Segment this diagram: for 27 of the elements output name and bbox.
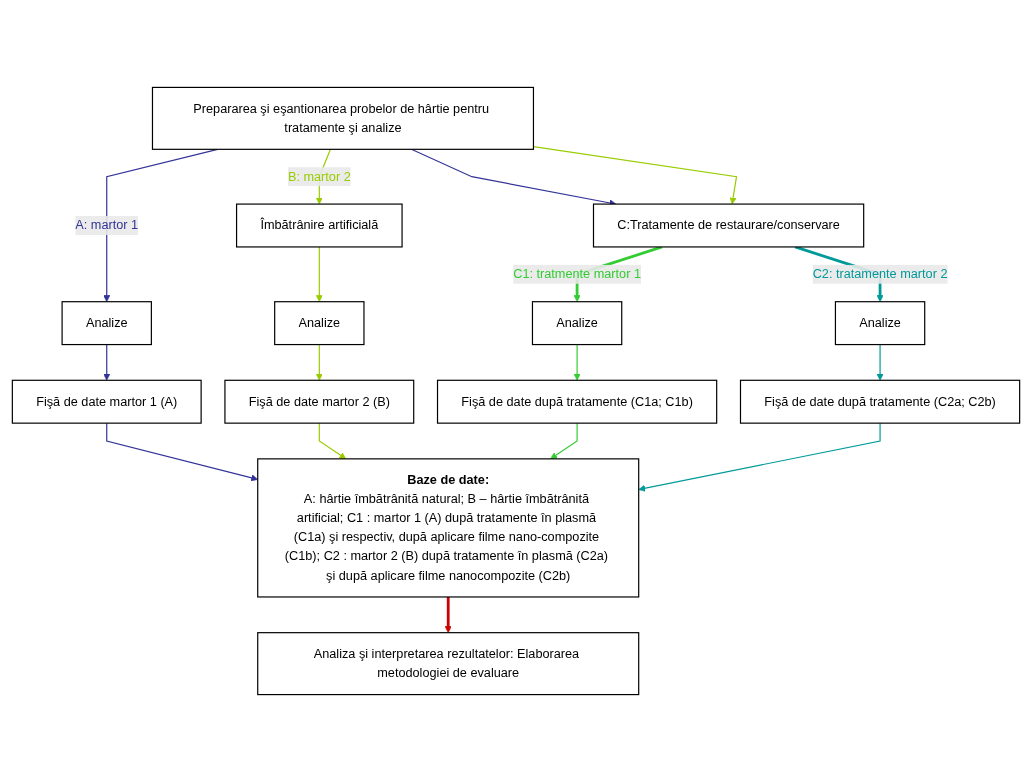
arrow — [315, 343, 323, 381]
node-box: Analiza şi interpretarea rezultatelor: Elaborarea metodologiei de evaluare — [257, 632, 640, 696]
arrow — [318, 422, 347, 460]
arrow — [532, 146, 738, 205]
node-box: Baze de date: A: hârtie îmbătrânită natural; B – hârtie îmbătrânită artificial; C1 : martor 1 (A) după tratamente în plasmă (C1a) şi respectiv, după aplicare filme nano-compozite (C1b); C2 : martor 2 (B) după tratamente în plasmă (C2a) şi după aplicare filme nanocompozite (C2b) — [257, 458, 640, 598]
arrow — [876, 343, 884, 381]
edge-label: C2: tratamente martor 2 — [812, 267, 948, 281]
arrow — [103, 343, 111, 381]
node-box: Fişă de date martor 1 (A) — [11, 379, 202, 424]
arrow — [573, 343, 581, 381]
node-box: Analize — [531, 301, 623, 346]
arrow — [444, 596, 452, 633]
edge-label: C1: tratmente martor 1 — [513, 267, 641, 281]
node-box: Fişă de date după tratamente (C2a; C2b) — [739, 379, 1021, 424]
arrow — [638, 422, 881, 492]
node-box: Analize — [834, 301, 926, 346]
node-box: C:Tratamente de restaurare/conservare — [592, 203, 865, 248]
edge-label: A: martor 1 — [75, 218, 139, 232]
node-box: Fişă de date după tratamente (C1a; C1b) — [436, 379, 718, 424]
node-box: Îmbătrânire artificială — [236, 203, 403, 248]
node-box: Analize — [61, 301, 152, 346]
arrow — [315, 246, 323, 303]
edge-label: B: martor 2 — [287, 169, 351, 184]
node-box: Prepararea şi eşantionarea probelor de hârtie pentru tratamente şi analize — [151, 86, 535, 150]
node-box: Fişă de date martor 2 (B) — [224, 379, 415, 424]
arrow — [550, 422, 578, 460]
node-box: Analize — [274, 301, 365, 346]
